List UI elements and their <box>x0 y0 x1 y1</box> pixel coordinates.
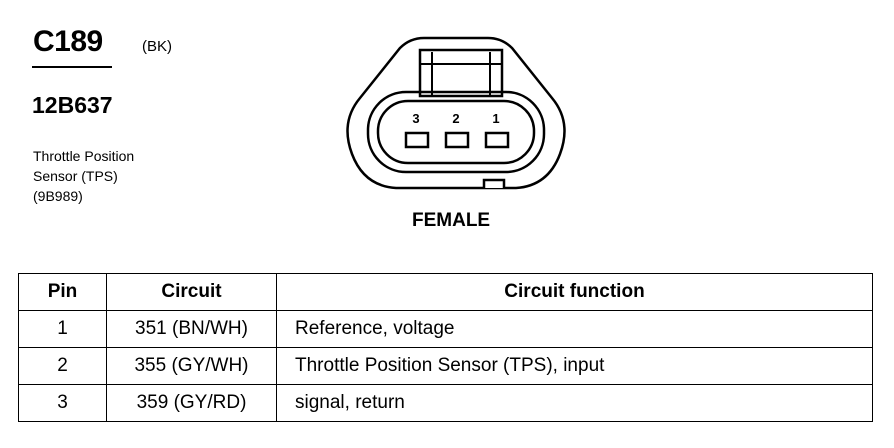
component-description: Throttle Position Sensor (TPS) (9B989) <box>33 146 134 206</box>
connector-housing-outline <box>346 36 566 190</box>
connector-gender-label: FEMALE <box>412 210 491 231</box>
pin-cell: 1 <box>18 310 107 348</box>
table-row: 3 359 (GY/RD) signal, return <box>18 384 873 422</box>
connector-id: C189 <box>33 25 103 58</box>
circuit-function-cell: Reference, voltage <box>276 310 873 348</box>
table-row: 2 355 (GY/WH) Throttle Position Sensor (… <box>18 347 873 385</box>
pinout-table: Pin Circuit Circuit function 1 351 (BN/W… <box>18 273 873 422</box>
circuit-function-cell: signal, return <box>276 384 873 422</box>
table-header-row: Pin Circuit Circuit function <box>18 273 873 311</box>
terminal-number: 1 <box>492 111 499 126</box>
circuit-cell: 355 (GY/WH) <box>106 347 277 385</box>
component-description-line: Sensor (TPS) <box>33 168 118 184</box>
connector-latch <box>418 48 504 98</box>
circuit-function-cell: Throttle Position Sensor (TPS), input <box>276 347 873 385</box>
polarization-key <box>482 178 506 188</box>
circuit-cell: 351 (BN/WH) <box>106 310 277 348</box>
terminal-number: 2 <box>452 111 459 126</box>
header-circuit-function: Circuit function <box>276 273 873 311</box>
component-description-line: (9B989) <box>33 188 83 204</box>
terminal-slot <box>444 131 470 149</box>
header-circuit: Circuit <box>106 273 277 311</box>
table-row: 1 351 (BN/WH) Reference, voltage <box>18 310 873 348</box>
circuit-cell: 359 (GY/RD) <box>106 384 277 422</box>
terminal-number: 3 <box>412 111 419 126</box>
terminal-slot <box>484 131 510 149</box>
header-pin: Pin <box>18 273 107 311</box>
terminal-slot <box>404 131 430 149</box>
part-number: 12B637 <box>32 92 113 118</box>
pin-cell: 2 <box>18 347 107 385</box>
connector-face-diagram: 3 2 1 <box>346 36 566 190</box>
connector-id-underline <box>32 66 112 68</box>
pin-cell: 3 <box>18 384 107 422</box>
connector-color-code: (BK) <box>142 38 172 55</box>
terminal-cavity-outer <box>366 90 546 174</box>
component-description-line: Throttle Position <box>33 148 135 164</box>
